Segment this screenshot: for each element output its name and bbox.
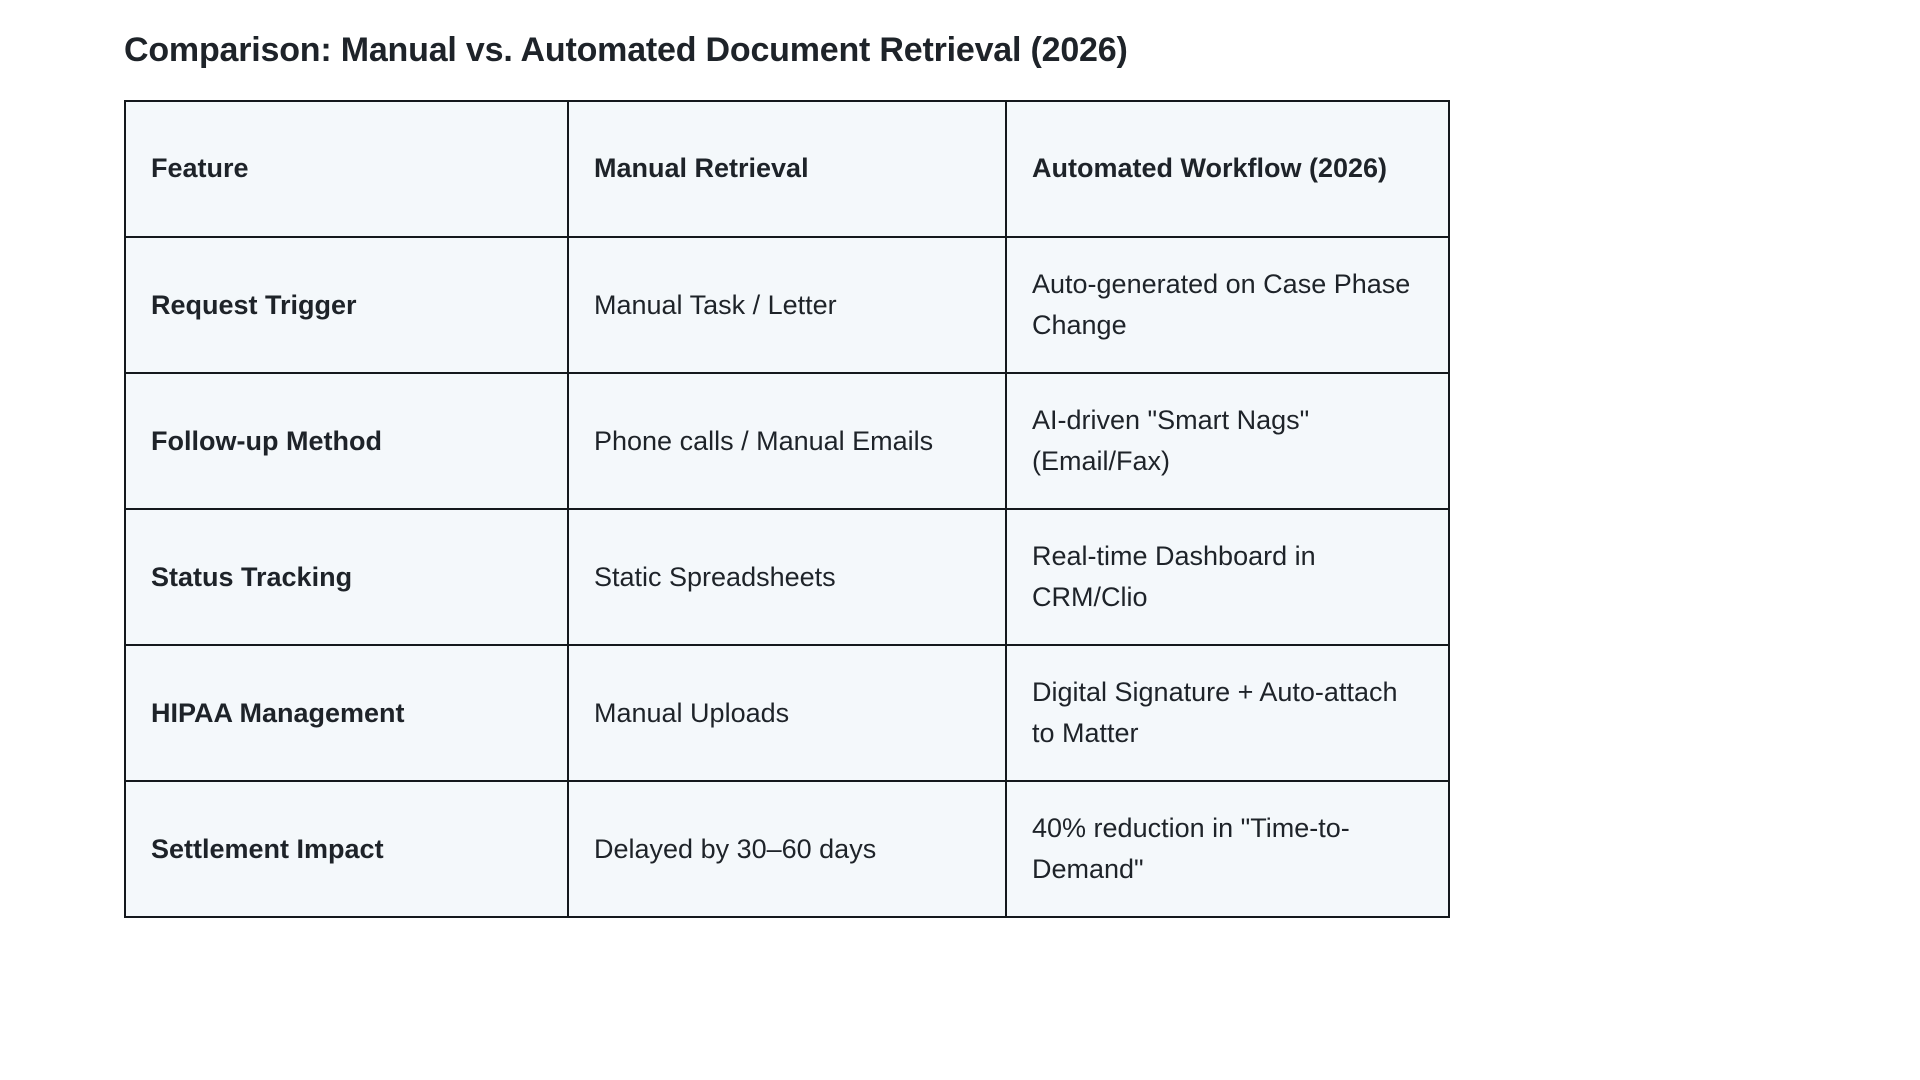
comparison-table-container: Feature Manual Retrieval Automated Workf… — [124, 100, 1450, 919]
table-row: HIPAA Management Manual Uploads Digital … — [124, 644, 1450, 783]
cell-automated: Digital Signature + Auto-attach to Matte… — [1005, 644, 1450, 783]
cell-manual: Manual Uploads — [567, 644, 1007, 783]
column-header-automated-workflow: Automated Workflow (2026) — [1005, 100, 1450, 238]
column-header-feature: Feature — [124, 100, 569, 238]
cell-feature: Follow-up Method — [124, 372, 569, 511]
cell-manual: Static Spreadsheets — [567, 508, 1007, 647]
cell-automated: Real-time Dashboard in CRM/Clio — [1005, 508, 1450, 647]
cell-feature: Settlement Impact — [124, 780, 569, 919]
cell-manual: Delayed by 30–60 days — [567, 780, 1007, 919]
page-title: Comparison: Manual vs. Automated Documen… — [124, 31, 1128, 69]
table-row: Status Tracking Static Spreadsheets Real… — [124, 508, 1450, 647]
table-row: Request Trigger Manual Task / Letter Aut… — [124, 235, 1450, 375]
table-body: Request Trigger Manual Task / Letter Aut… — [124, 235, 1450, 919]
cell-feature: Request Trigger — [124, 235, 569, 375]
comparison-table: Feature Manual Retrieval Automated Workf… — [124, 100, 1450, 919]
cell-feature: Status Tracking — [124, 508, 569, 647]
cell-automated: AI-driven "Smart Nags" (Email/Fax) — [1005, 372, 1450, 511]
table-row: Settlement Impact Delayed by 30–60 days … — [124, 780, 1450, 919]
table-header-row: Feature Manual Retrieval Automated Workf… — [124, 100, 1450, 238]
cell-feature: HIPAA Management — [124, 644, 569, 783]
cell-manual: Manual Task / Letter — [567, 235, 1007, 375]
cell-automated: Auto-generated on Case Phase Change — [1005, 235, 1450, 375]
table-head: Feature Manual Retrieval Automated Workf… — [124, 100, 1450, 238]
cell-manual: Phone calls / Manual Emails — [567, 372, 1007, 511]
column-header-manual-retrieval: Manual Retrieval — [567, 100, 1007, 238]
cell-automated: 40% reduction in "Time-to-Demand" — [1005, 780, 1450, 919]
table-row: Follow-up Method Phone calls / Manual Em… — [124, 372, 1450, 511]
